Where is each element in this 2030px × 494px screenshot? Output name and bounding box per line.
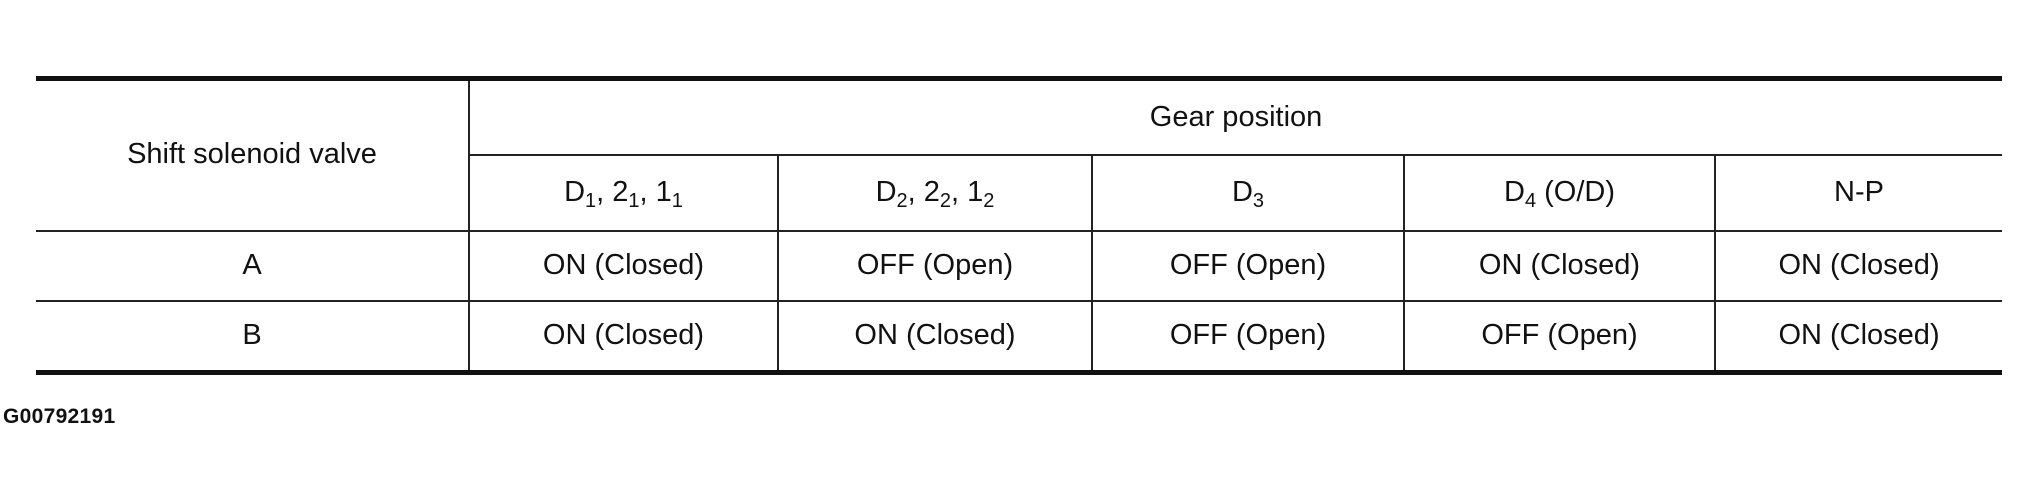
header-separator: , <box>951 176 968 208</box>
table-cell: OFF (Open) <box>1091 230 1404 302</box>
header-row-gear-positions: D1, 21, 11 D2, 22, 12 D3 D4 (O/D) N-P <box>36 154 2003 232</box>
table-cell: OFF (Open) <box>1091 300 1404 375</box>
header-row-top: Shift solenoid valve Gear position <box>36 76 2003 232</box>
table-row: B ON (Closed) ON (Closed) OFF (Open) OFF… <box>36 300 2003 375</box>
shift-solenoid-table: Shift solenoid valve Gear position D1, 2… <box>36 76 2003 375</box>
gear-subscript: 2 <box>896 190 908 212</box>
gear-subscript: 2 <box>983 190 995 212</box>
gear-label: 1 <box>655 176 672 208</box>
table-cell: ON (Closed) <box>1713 300 2003 375</box>
header-separator: , <box>596 176 613 208</box>
table-cell: ON (Closed) <box>1403 230 1715 302</box>
solenoid-table-container: Shift solenoid valve Gear position D1, 2… <box>36 76 2003 375</box>
gear-subscript: 2 <box>939 190 952 212</box>
table-cell: ON (Closed) <box>468 300 778 375</box>
gear-label: D <box>875 176 897 208</box>
table-row: A ON (Closed) OFF (Open) OFF (Open) ON (… <box>36 230 2003 302</box>
column-header: D3 <box>1091 154 1404 232</box>
gear-subscript: 3 <box>1252 190 1265 212</box>
column-header: D1, 21, 11 <box>468 154 778 232</box>
gear-subscript: 4 <box>1524 190 1537 212</box>
gear-subscript: 1 <box>585 190 597 212</box>
header-separator: , <box>639 176 656 208</box>
table-cell: OFF (Open) <box>777 230 1092 302</box>
gear-label: D <box>1231 176 1253 208</box>
gear-label: 2 <box>612 176 629 208</box>
gear-label: D <box>564 176 586 208</box>
gear-label: 2 <box>923 176 940 208</box>
row-header-shift-solenoid-valve: Shift solenoid valve <box>36 76 469 232</box>
figure-id: G00792191 <box>3 405 116 428</box>
table-cell: ON (Closed) <box>468 230 778 302</box>
gear-subscript: 1 <box>628 190 640 212</box>
group-header-gear-position: Gear position <box>467 76 2003 156</box>
gear-label: D <box>1503 176 1525 208</box>
column-header: N-P <box>1713 154 2003 232</box>
table-cell: ON (Closed) <box>1713 230 2003 302</box>
gear-label: N-P <box>1834 176 1884 208</box>
table-cell: ON (Closed) <box>777 300 1092 375</box>
gear-label: 1 <box>967 176 984 208</box>
column-header: D2, 22, 12 <box>777 154 1092 232</box>
header-separator: (O/D) <box>1536 176 1615 208</box>
valve-label: B <box>36 300 469 375</box>
table-cell: OFF (Open) <box>1403 300 1715 375</box>
gear-subscript: 1 <box>671 190 683 212</box>
header-separator: , <box>907 176 924 208</box>
valve-label: A <box>36 230 469 302</box>
column-header: D4 (O/D) <box>1403 154 1715 232</box>
